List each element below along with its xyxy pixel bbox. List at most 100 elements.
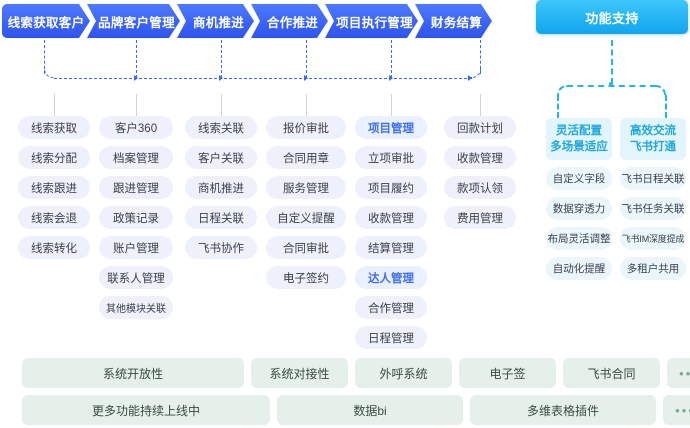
feature-pill[interactable]: 回款计划 xyxy=(444,116,516,139)
feature-pill[interactable]: 结算管理 xyxy=(355,236,427,259)
feature-pill[interactable]: 联系人管理 xyxy=(99,266,173,289)
feature-pill[interactable]: 款项认领 xyxy=(444,176,516,199)
feature-pill[interactable]: 服务管理 xyxy=(266,176,346,199)
more-options-icon[interactable]: ••• xyxy=(667,358,690,388)
column-brand-customer: 客户360 档案管理跟进管理政策记录账户管理联系人管理其他模块关联 xyxy=(99,116,173,319)
flow-stage-3[interactable]: 商机推进 xyxy=(177,4,254,38)
feature-pill[interactable]: 项目管理 xyxy=(355,116,427,139)
stem-column-5 xyxy=(391,94,392,116)
support-bus xyxy=(567,85,656,87)
support-header-line2: 多场景适应 xyxy=(550,141,608,153)
capability-cell[interactable]: 更多功能持续上线中 xyxy=(22,395,270,425)
capability-cell[interactable]: 数据bi xyxy=(277,395,463,425)
connector-drop-2 xyxy=(136,40,137,78)
feature-pill[interactable]: 项目履约 xyxy=(355,176,427,199)
column-opportunity: 线索关联客户关联商机推进日程关联飞书协作 xyxy=(185,116,257,259)
feature-pill[interactable]: 线索获取 xyxy=(18,116,90,139)
column-finance-settlement: 回款计划收款管理款项认领费用管理 xyxy=(444,116,516,229)
feature-pill[interactable]: 收款管理 xyxy=(355,206,427,229)
feature-pill[interactable]: 电子签约 xyxy=(266,266,346,289)
support-header-line2: 飞书打通 xyxy=(630,141,676,153)
column-lead-acquisition: 线索获取线索分配线索跟进线索会退线索转化 xyxy=(18,116,90,259)
capability-cell[interactable]: 多维表格插件 xyxy=(470,395,656,425)
feature-pill[interactable]: 线索分配 xyxy=(18,146,90,169)
feature-pill[interactable]: 费用管理 xyxy=(444,206,516,229)
capability-cell[interactable]: 外呼系统 xyxy=(355,358,452,388)
connector-corner-left xyxy=(44,68,54,78)
feature-pill[interactable]: 线索会退 xyxy=(18,206,90,229)
feature-pill[interactable]: 商机推进 xyxy=(185,176,257,199)
feature-pill[interactable]: 飞书协作 xyxy=(185,236,257,259)
support-column-efficient-communication: 高效交流飞书打通飞书日程关联飞书任务关联飞书IM深度提成多租户共用 xyxy=(620,118,686,280)
feature-pill[interactable]: 立项审批 xyxy=(355,146,427,169)
feature-pill[interactable]: 线索转化 xyxy=(18,236,90,259)
connector-arrow-5 xyxy=(468,75,472,81)
support-pill[interactable]: 数据穿透力 xyxy=(546,197,612,220)
more-options-icon[interactable]: ••• xyxy=(663,395,690,425)
flow-stage-5[interactable]: 项目执行管理 xyxy=(325,4,418,38)
support-corner-right xyxy=(655,85,666,96)
feature-pill[interactable]: 合同审批 xyxy=(266,236,346,259)
flow-stage-4[interactable]: 合作推进 xyxy=(251,4,328,38)
feature-pill[interactable]: 档案管理 xyxy=(99,146,173,169)
capability-cell[interactable]: 电子签 xyxy=(459,358,556,388)
stem-column-2 xyxy=(136,94,137,116)
flow-stage-6[interactable]: 财务结算 xyxy=(415,4,492,38)
support-header-line1: 高效交流 xyxy=(630,125,676,137)
support-pill[interactable]: 多租户共用 xyxy=(620,257,686,280)
stem-column-3 xyxy=(221,94,222,116)
support-header[interactable]: 高效交流飞书打通 xyxy=(620,118,686,160)
feature-pill[interactable]: 线索关联 xyxy=(185,116,257,139)
column-project-execution: 项目管理立项审批项目履约收款管理结算管理达人管理合作管理日程管理 xyxy=(355,116,427,349)
connector-drop-4 xyxy=(306,40,307,78)
support-stem-right xyxy=(665,95,667,118)
flow-stage-2[interactable]: 品牌客户管理 xyxy=(87,4,180,38)
support-pill[interactable]: 自定义字段 xyxy=(546,167,612,190)
support-pill[interactable]: 飞书日程关联 xyxy=(620,167,686,190)
function-support-button[interactable]: 功能支持 xyxy=(536,0,688,34)
feature-pill[interactable]: 其他模块关联 xyxy=(99,296,173,319)
capability-cell[interactable]: 系统开放性 xyxy=(22,358,244,388)
feature-pill[interactable]: 合作管理 xyxy=(355,296,427,319)
capability-cell[interactable]: 飞书合同 xyxy=(563,358,660,388)
support-pill[interactable]: 布局灵活调整 xyxy=(546,227,612,250)
support-connector-node xyxy=(609,82,613,86)
support-header[interactable]: 灵活配置多场景适应 xyxy=(546,118,612,160)
feature-pill[interactable]: 日程关联 xyxy=(185,206,257,229)
support-stem-left xyxy=(557,95,559,118)
column-cooperation: 报价审批合同用章服务管理自定义提醒合同审批电子签约 xyxy=(266,116,346,289)
stem-column-6 xyxy=(480,94,481,116)
support-pill[interactable]: 飞书IM深度提成 xyxy=(620,227,686,250)
support-connector-drop xyxy=(611,40,613,84)
feature-pill[interactable]: 客户360 xyxy=(99,116,173,139)
process-flow-row: 线索获取客户品牌客户管理商机推进合作推进项目执行管理财务结算 xyxy=(0,4,690,40)
connector-corner-right xyxy=(471,68,481,78)
connector-drop-3 xyxy=(221,40,222,78)
feature-pill[interactable]: 合同用章 xyxy=(266,146,346,169)
stem-column-4 xyxy=(306,94,307,116)
feature-pill[interactable]: 报价审批 xyxy=(266,116,346,139)
support-column-flexible-config: 灵活配置多场景适应自定义字段数据穿透力布局灵活调整自动化提醒 xyxy=(546,118,612,280)
feature-pill[interactable]: 政策记录 xyxy=(99,206,173,229)
feature-pill[interactable]: 客户关联 xyxy=(185,146,257,169)
flow-stage-1[interactable]: 线索获取客户 xyxy=(2,4,90,38)
feature-pill[interactable]: 达人管理 xyxy=(355,266,427,289)
feature-pill[interactable]: 收款管理 xyxy=(444,146,516,169)
connector-arrow-2 xyxy=(219,75,223,81)
feature-pill[interactable]: 日程管理 xyxy=(355,326,427,349)
connector-bus xyxy=(54,78,472,79)
support-pill[interactable]: 飞书任务关联 xyxy=(620,197,686,220)
feature-pill[interactable]: 账户管理 xyxy=(99,236,173,259)
capability-cell[interactable]: 系统对接性 xyxy=(251,358,348,388)
feature-pill[interactable]: 线索跟进 xyxy=(18,176,90,199)
connector-arrow-1 xyxy=(134,75,138,81)
support-header-line1: 灵活配置 xyxy=(556,125,602,137)
connector-drop-6 xyxy=(480,40,481,74)
feature-pill[interactable]: 自定义提醒 xyxy=(266,206,346,229)
support-pill[interactable]: 自动化提醒 xyxy=(546,257,612,280)
connector-arrow-4 xyxy=(389,75,393,81)
connector-drop-1 xyxy=(44,40,45,74)
feature-pill[interactable]: 跟进管理 xyxy=(99,176,173,199)
